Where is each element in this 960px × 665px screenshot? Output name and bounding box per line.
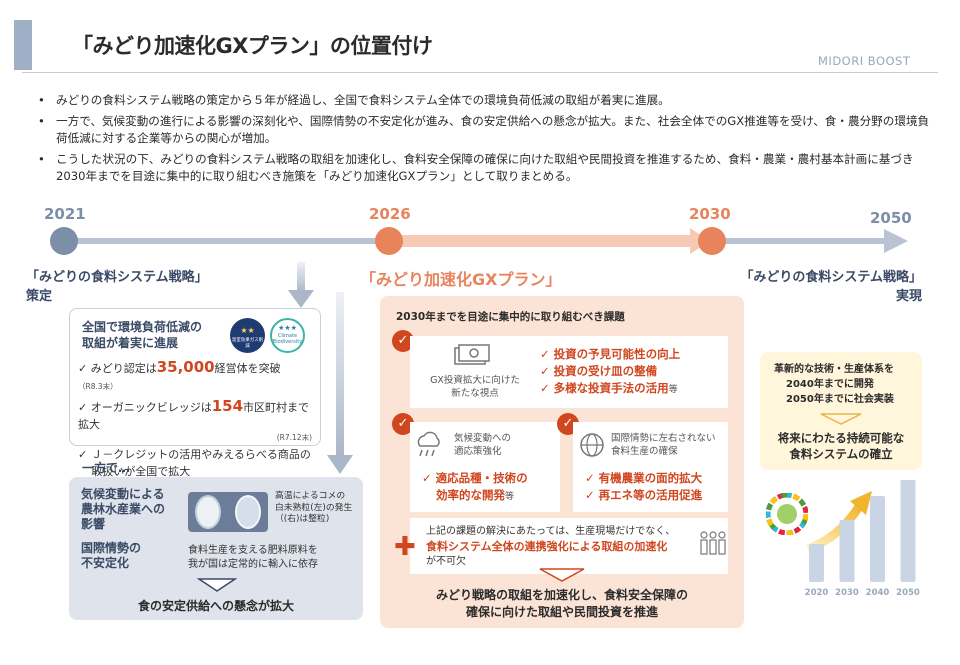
progress-list: ✓ みどり認定は35,000経営体を突破（R8.3末） ✓ オーガニックビレッジ… — [78, 359, 318, 480]
climate-panel: 気候変動への 適応策強化 ✓ 適応品種・技術の 効率的な開発等 — [410, 422, 560, 512]
year-2050: 2050 — [870, 209, 912, 227]
down-chevron-icon — [820, 413, 862, 425]
banknote-icon — [454, 344, 490, 365]
future-result: 将来にわたる持続可能な 食料システムの確立 — [777, 431, 905, 461]
people-group-icon — [700, 531, 726, 555]
timeline-node-2021 — [50, 227, 78, 255]
timeline-segment-past — [64, 238, 390, 244]
however-heading: 一方で… — [82, 461, 131, 475]
timeline-segment-plan — [390, 235, 690, 247]
down-chevron-icon — [197, 578, 237, 592]
check-circle-icon: ✓ — [392, 330, 414, 352]
plan-title: 2030年までを目途に集中的に取り組むべき課題 — [396, 311, 625, 323]
rice-grain-image — [188, 492, 268, 532]
progress-item: ✓ オーガニックビレッジは154市区町村まで拡大 — [78, 397, 310, 432]
timeline-svg — [50, 227, 908, 255]
international-label: 国際情勢に左右されない 食料生産の確保 — [611, 433, 716, 457]
chart-bar-2020 — [809, 544, 824, 582]
chart-bar-2040 — [870, 496, 885, 582]
roadmap-bar-chart: 2020 2030 2040 2050 — [805, 480, 920, 598]
progress-item: ✓ みどり認定は35,000経営体を突破（R8.3末） — [78, 358, 281, 392]
concern-card: 気候変動による 農林水産業への 影響 高温によるコメの 白未熟粒(左)の発生 （… — [69, 477, 363, 620]
fertilizer-caption: 食料生産を支える肥料原料を 我が国は定常的に輸入に依存 — [188, 545, 318, 570]
down-arrow-shaft — [297, 262, 305, 292]
plan-conclusion: みどり戦略の取組を加速化し、食料安全保障の 確保に向けた取組や民間投資を推進 — [435, 588, 688, 619]
plus-icon: ✚ — [394, 532, 416, 562]
bullet-item: こうした状況の下、みどりの食料システム戦略の取組を加速化し、食料安全保障の確保に… — [38, 151, 938, 185]
solution-panel — [410, 518, 728, 574]
geopolitical-risk-label: 国際情勢の 不安定化 — [81, 541, 142, 570]
progress-item: ✓Ｊ－クレジットの活用やみえるらべる商品の取扱いが全国で拡大 — [78, 448, 311, 478]
solution-text: 上記の課題の解決にあたっては、生産現場だけでなく、 食料システム全体の連携強化に… — [426, 526, 676, 567]
international-items: ✓ 有機農業の面的拡大 ✓ 再エネ等の活用促進 — [585, 471, 703, 502]
international-panel: 国際情勢に左右されない 食料生産の確保 ✓ 有機農業の面的拡大 ✓ 再エネ等の活… — [573, 422, 728, 512]
gx-investment-panel: GX投資拡大に向けた 新たな視点 ✓ 投資の予見可能性の向上 ✓ 投資の受け皿の… — [410, 336, 728, 408]
brand-label: MIDORI BOOST — [818, 54, 911, 68]
chart-tick-label: 2020 — [805, 588, 829, 598]
bullet-item: みどりの食料システム戦略の策定から５年が経過し、全国で食料システム全体での環境負… — [38, 92, 938, 109]
flow-arrows — [288, 262, 353, 474]
biodiversity-badge-icon: ★★★ Climate Biodiversity — [270, 318, 305, 353]
title-accent-bar — [14, 20, 32, 70]
long-arrow-shaft — [336, 292, 344, 457]
globe-icon — [580, 433, 604, 457]
timeline-node-2030 — [698, 227, 726, 255]
plan-card: 2030年までを目途に集中的に取り組むべき課題 ✓ GX投資拡大に向けた 新たな… — [380, 296, 744, 628]
ghg-badge-icon: ★★ 温室効果ガス削減 — [230, 318, 265, 353]
long-arrow-head — [327, 455, 353, 474]
rice-caption: 高温によるコメの 白未熟粒(左)の発生 （(右)は整粒) — [275, 491, 353, 524]
strategy-start-label: 「みどりの食料システム戦略」 策定 — [26, 270, 208, 304]
check-circle-icon: ✓ — [392, 413, 414, 435]
chart-bar-2050 — [900, 480, 916, 582]
bullet-item: 一方で、気候変動の進行による影響の深刻化や、国際情勢の不安定化が進み、食の安定供… — [38, 113, 938, 147]
rain-cloud-icon — [417, 431, 440, 457]
gx-label: GX投資拡大に向けた 新たな視点 — [430, 375, 520, 399]
chart-bar-2030 — [839, 520, 855, 582]
strategy-goal-label: 「みどりの食料システム戦略」 実現 — [740, 270, 922, 304]
title-divider — [22, 72, 938, 73]
progress-card: 全国で環境負荷低減の 取組が着実に進展 ★★ 温室効果ガス削減 ★★★ Clim… — [69, 308, 321, 478]
climate-risk-label: 気候変動による 農林水産業への 影響 — [81, 487, 166, 531]
sdgs-wheel-icon — [766, 493, 808, 535]
progress-title: 全国で環境負荷低減の 取組が着実に進展 — [82, 320, 203, 350]
year-2026: 2026 — [369, 205, 411, 223]
chart-tick-label: 2050 — [896, 588, 920, 598]
year-2030: 2030 — [689, 205, 731, 223]
down-arrow-head — [288, 290, 314, 308]
climate-items: ✓ 適応品種・技術の 効率的な開発等 — [422, 471, 528, 502]
chart-tick-label: 2040 — [866, 588, 890, 598]
future-targets: 革新的な技術・生産体系を 2040年までに開発 2050年までに社会実装 — [774, 364, 894, 405]
climate-label: 気候変動への 適応策強化 — [454, 433, 512, 457]
chart-tick-label: 2030 — [835, 588, 859, 598]
down-chevron-icon — [539, 568, 585, 582]
concern-conclusion: 食の安定供給への懸念が拡大 — [137, 599, 294, 613]
year-2021: 2021 — [44, 205, 86, 223]
timeline-end-arrowhead — [884, 229, 908, 253]
gx-items: ✓ 投資の予見可能性の向上 ✓ 投資の受け皿の整備 ✓ 多様な投資手法の活用等 — [540, 347, 681, 395]
page-title: 「みどり加速化GXプラン」の位置付け — [72, 34, 433, 58]
timeline-node-2026 — [375, 227, 403, 255]
timeline-segment-future — [712, 238, 888, 244]
future-card: 革新的な技術・生産体系を 2040年までに開発 2050年までに社会実装 将来に… — [760, 352, 922, 470]
plan-label: 「みどり加速化GXプラン」 — [360, 270, 562, 289]
intro-bullets: みどりの食料システム戦略の策定から５年が経過し、全国で食料システム全体での環境負… — [38, 92, 938, 189]
